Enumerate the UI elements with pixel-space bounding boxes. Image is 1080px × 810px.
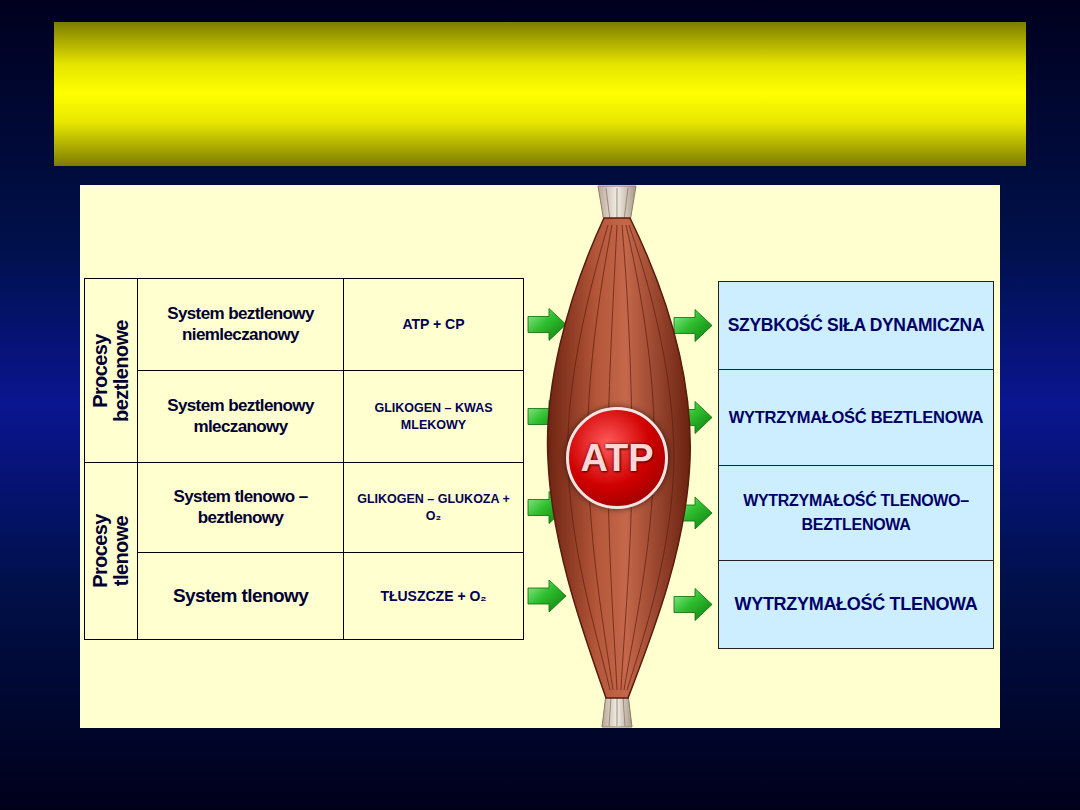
system-cell: System beztlenowy mleczanowy — [137, 370, 344, 463]
ability-box: WYTRZYMAŁOŚĆ TLENOWO–BEZTLENOWA — [718, 465, 994, 561]
node-label: WYTRZYMAŁOŚĆ BEZTLENOWA — [725, 405, 987, 430]
node-label: ATP + CP — [398, 315, 468, 333]
system-cell: System tlenowy — [137, 552, 344, 640]
fuel-cell: GLIKOGEN – GLUKOZA + O₂ — [343, 462, 524, 553]
ability-box: SZYBKOŚĆ SIŁA DYNAMICZNA — [718, 281, 994, 370]
node-label: System beztlenowy niemleczanowy — [138, 304, 343, 345]
process-group-cell: Procesy tlenowe — [84, 462, 138, 640]
node-label: GLIKOGEN – GLUKOZA + O₂ — [344, 491, 523, 524]
node-label: System tlenowo – beztlenowy — [138, 487, 343, 528]
system-cell: System tlenowo – beztlenowy — [137, 462, 344, 553]
group-label: Procesy beztlenowe — [90, 306, 132, 436]
ability-box: WYTRZYMAŁOŚĆ TLENOWA — [718, 560, 994, 649]
group-label: Procesy tlenowe — [90, 486, 132, 616]
node-label: GLIKOGEN – KWAS MLEKOWY — [344, 400, 523, 433]
fuel-cell: ATP + CP — [343, 278, 524, 371]
muscle-belly — [548, 218, 691, 698]
fuel-cell: TŁUSZCZE + O₂ — [343, 552, 524, 640]
node-label: SZYBKOŚĆ SIŁA DYNAMICZNA — [724, 312, 989, 338]
atp-circle: ATP — [566, 407, 668, 509]
node-label: ATP — [580, 437, 653, 480]
node-label: WYTRZYMAŁOŚĆ TLENOWA — [731, 591, 982, 618]
ability-box: WYTRZYMAŁOŚĆ BEZTLENOWA — [718, 369, 994, 466]
node-label: System tlenowy — [169, 585, 312, 608]
process-group-cell: Procesy beztlenowe — [84, 278, 138, 463]
system-cell: System beztlenowy niemleczanowy — [137, 278, 344, 371]
arrow-shape — [674, 310, 712, 342]
node-label: TŁUSZCZE + O₂ — [376, 587, 490, 605]
node-label: System beztlenowy mleczanowy — [138, 396, 343, 437]
arrow-shape — [528, 580, 566, 612]
arrow-shape — [528, 309, 566, 341]
node-label: WYTRZYMAŁOŚĆ TLENOWO–BEZTLENOWA — [719, 489, 993, 537]
arrow-shape — [674, 589, 712, 621]
title-bar — [54, 22, 1026, 166]
fuel-cell: GLIKOGEN – KWAS MLEKOWY — [343, 370, 524, 463]
